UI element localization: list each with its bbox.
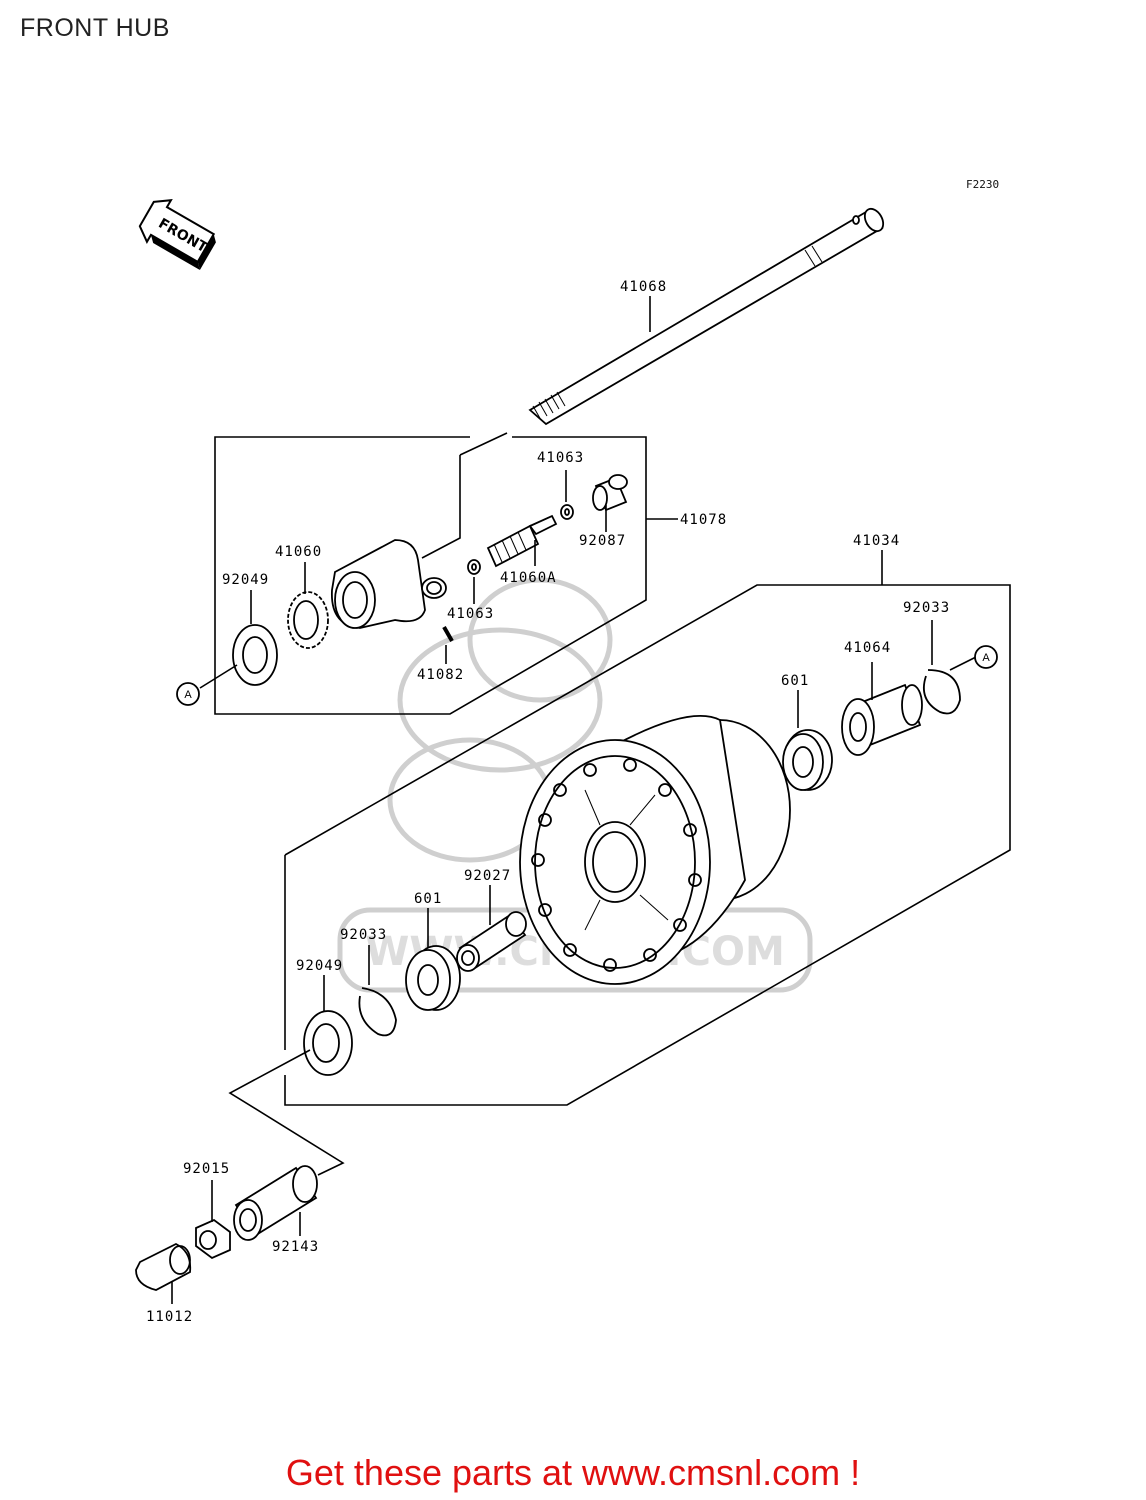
diagram-ref-code: F2230 (966, 178, 1000, 191)
pin-41082[interactable] (442, 626, 454, 642)
part-label-41060a[interactable]: 41060A (500, 570, 557, 586)
ref-marker-a-right-label: A (982, 652, 990, 664)
drive-gear-41060[interactable] (287, 591, 329, 649)
axle-nut-92015[interactable] (195, 1218, 231, 1260)
part-label-41063-lower[interactable]: 41063 (447, 606, 494, 622)
leader-ref-a-left (199, 664, 238, 689)
axle-cap-11012[interactable] (135, 1242, 192, 1291)
washer-41063-upper[interactable] (560, 504, 574, 520)
speedometer-gear-housing[interactable] (331, 539, 447, 629)
leader-axle-nut-group (228, 1049, 345, 1176)
axle-41068[interactable] (528, 206, 887, 426)
circlip-92033-left[interactable] (358, 987, 397, 1037)
oil-seal-92049-upper[interactable] (232, 624, 278, 686)
circlip-92033-right[interactable] (922, 669, 961, 715)
part-label-92087[interactable]: 92087 (579, 533, 626, 549)
leader-axle-to-frame (459, 432, 508, 456)
part-label-92033-left[interactable]: 92033 (340, 927, 387, 943)
bearing-601-right[interactable] (782, 729, 833, 791)
collar-41064[interactable] (841, 683, 923, 756)
bearing-601-left[interactable] (405, 945, 461, 1011)
part-label-41064[interactable]: 41064 (844, 640, 891, 656)
part-label-41082[interactable]: 41082 (417, 667, 464, 683)
front-direction-arrow-icon: FRONT (138, 199, 216, 271)
bushing-92087[interactable] (592, 474, 628, 512)
ref-marker-a-right (974, 645, 998, 669)
ref-marker-a-left-label: A (184, 689, 192, 701)
page-title: FRONT HUB (20, 14, 170, 42)
part-label-92015[interactable]: 92015 (183, 1161, 230, 1177)
part-label-92143[interactable]: 92143 (272, 1239, 319, 1255)
leader-41078-speedo (421, 455, 461, 559)
part-label-41034[interactable]: 41034 (853, 533, 900, 549)
wheel-hub[interactable] (519, 715, 791, 985)
part-label-92049-upper[interactable]: 92049 (222, 572, 269, 588)
collar-92143[interactable] (233, 1165, 318, 1241)
subassembly-frame-41034 (284, 584, 1011, 1106)
part-label-601-left[interactable]: 601 (414, 891, 442, 907)
part-label-92049-lower[interactable]: 92049 (296, 958, 343, 974)
part-label-41078[interactable]: 41078 (680, 512, 727, 528)
leader-ref-a-right (949, 656, 977, 671)
pinion-gear-41060a[interactable] (486, 514, 558, 568)
ref-marker-a-left (176, 682, 200, 706)
part-label-11012[interactable]: 11012 (146, 1309, 193, 1325)
spacer-92027[interactable] (456, 911, 527, 972)
part-label-41060[interactable]: 41060 (275, 544, 322, 560)
part-label-92033-right[interactable]: 92033 (903, 600, 950, 616)
oil-seal-92049-lower[interactable] (303, 1010, 353, 1076)
part-label-41063-upper[interactable]: 41063 (537, 450, 584, 466)
subassembly-frame-41078 (214, 436, 647, 715)
part-label-92027[interactable]: 92027 (464, 868, 511, 884)
washer-41063-lower[interactable] (467, 559, 481, 575)
part-label-601-right[interactable]: 601 (781, 673, 809, 689)
part-label-41068[interactable]: 41068 (620, 279, 667, 295)
footer-promo-text[interactable]: Get these parts at www.cmsnl.com ! (285, 1452, 861, 1493)
exploded-parts-diagram: WWW.CMSNL.COM FRONT 41068 41078 (135, 199, 1011, 1325)
